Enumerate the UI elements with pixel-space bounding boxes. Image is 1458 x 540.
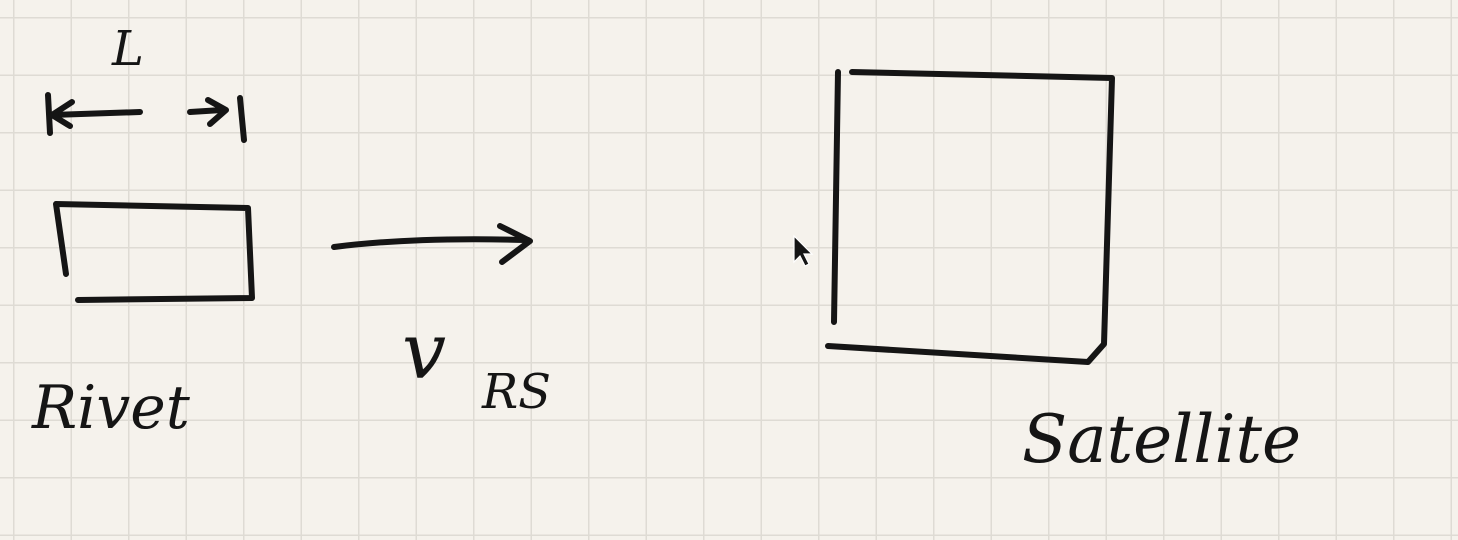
- velocity-subscript: RS: [481, 364, 551, 420]
- length-dimension-arrow: [45, 92, 247, 143]
- velocity-arrow: [331, 223, 533, 265]
- length-label: L: [111, 21, 144, 77]
- mouse-pointer-icon: [793, 234, 814, 267]
- satellite-label: Satellite: [1022, 401, 1301, 478]
- velocity-label: v: [402, 307, 446, 397]
- rivet-shape: [53, 201, 255, 303]
- satellite-shape: [825, 69, 1115, 365]
- rivet-label: Rivet: [31, 373, 191, 443]
